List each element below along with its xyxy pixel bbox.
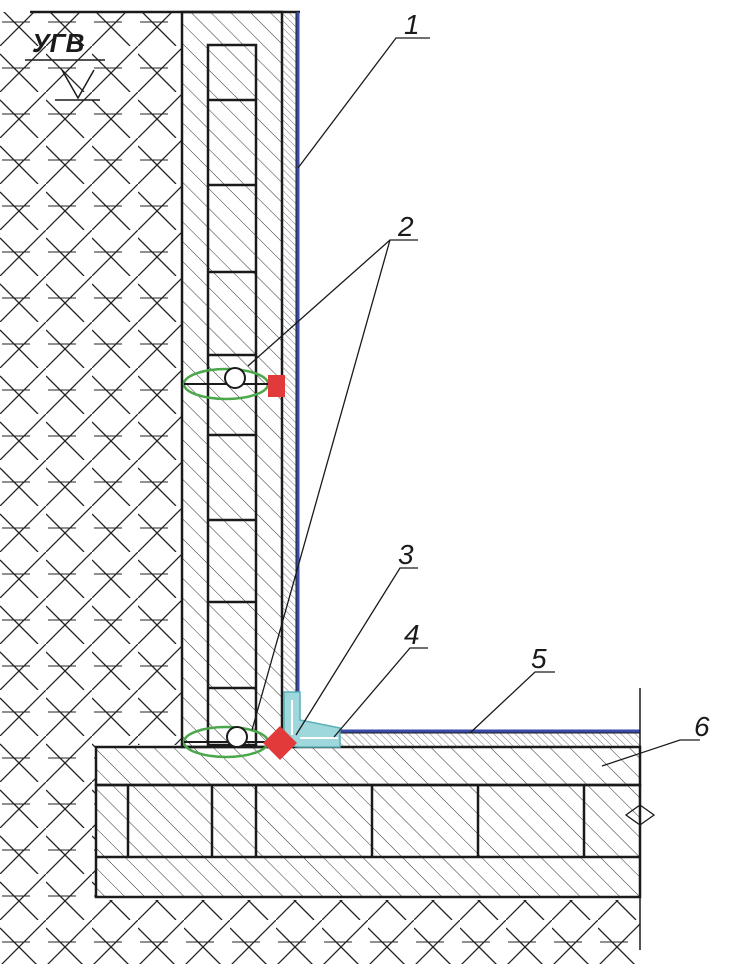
callout-6: 6	[694, 711, 710, 742]
callout-labels: 1 2 3 4 5 6	[397, 9, 710, 742]
foundation-slab	[94, 783, 642, 899]
upper-waterstop	[182, 367, 285, 401]
wall-waterproofing-membrane	[281, 11, 300, 693]
callout-3: 3	[398, 539, 414, 570]
groundwater-level-label: УГВ	[32, 28, 84, 58]
floor-waterproofing-membrane	[339, 729, 641, 748]
lower-waterstop	[182, 725, 297, 760]
callout-1: 1	[404, 9, 420, 40]
callout-2: 2	[397, 211, 414, 242]
groundwater-level-mark: УГВ	[25, 28, 105, 101]
callout-5: 5	[531, 643, 547, 674]
floor-slab	[94, 745, 642, 787]
break-line	[624, 688, 656, 950]
callout-4: 4	[404, 619, 420, 650]
leader-lines	[247, 37, 700, 767]
